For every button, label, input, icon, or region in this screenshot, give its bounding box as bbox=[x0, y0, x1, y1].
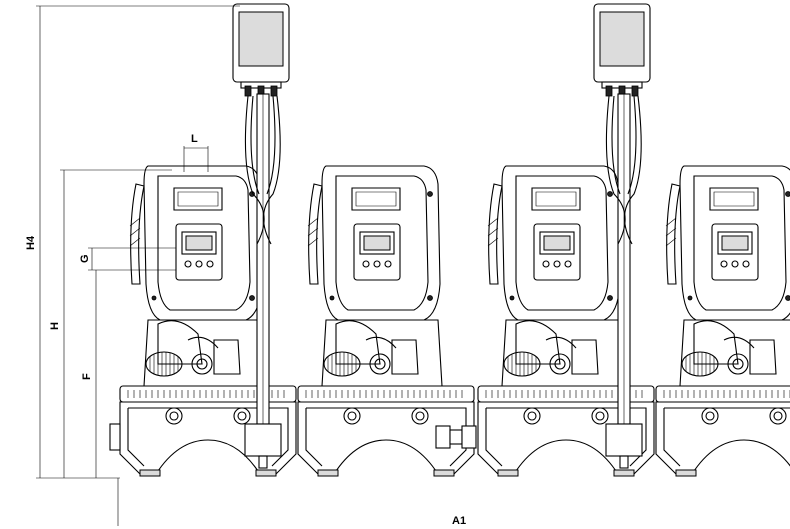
pump-unit-4 bbox=[655, 165, 790, 477]
dimension-lines bbox=[36, 5, 240, 526]
manifold-coupling bbox=[435, 425, 477, 449]
dimension-h4-label: H4 bbox=[25, 235, 37, 250]
dimension-f-label: F bbox=[81, 373, 93, 380]
dimension-h-label: H bbox=[49, 322, 61, 330]
inlet-port bbox=[109, 423, 121, 451]
dimension-a1-label: A1 bbox=[452, 515, 466, 527]
dimension-g-label: G bbox=[79, 254, 91, 263]
dimension-l-label: L bbox=[191, 133, 198, 145]
